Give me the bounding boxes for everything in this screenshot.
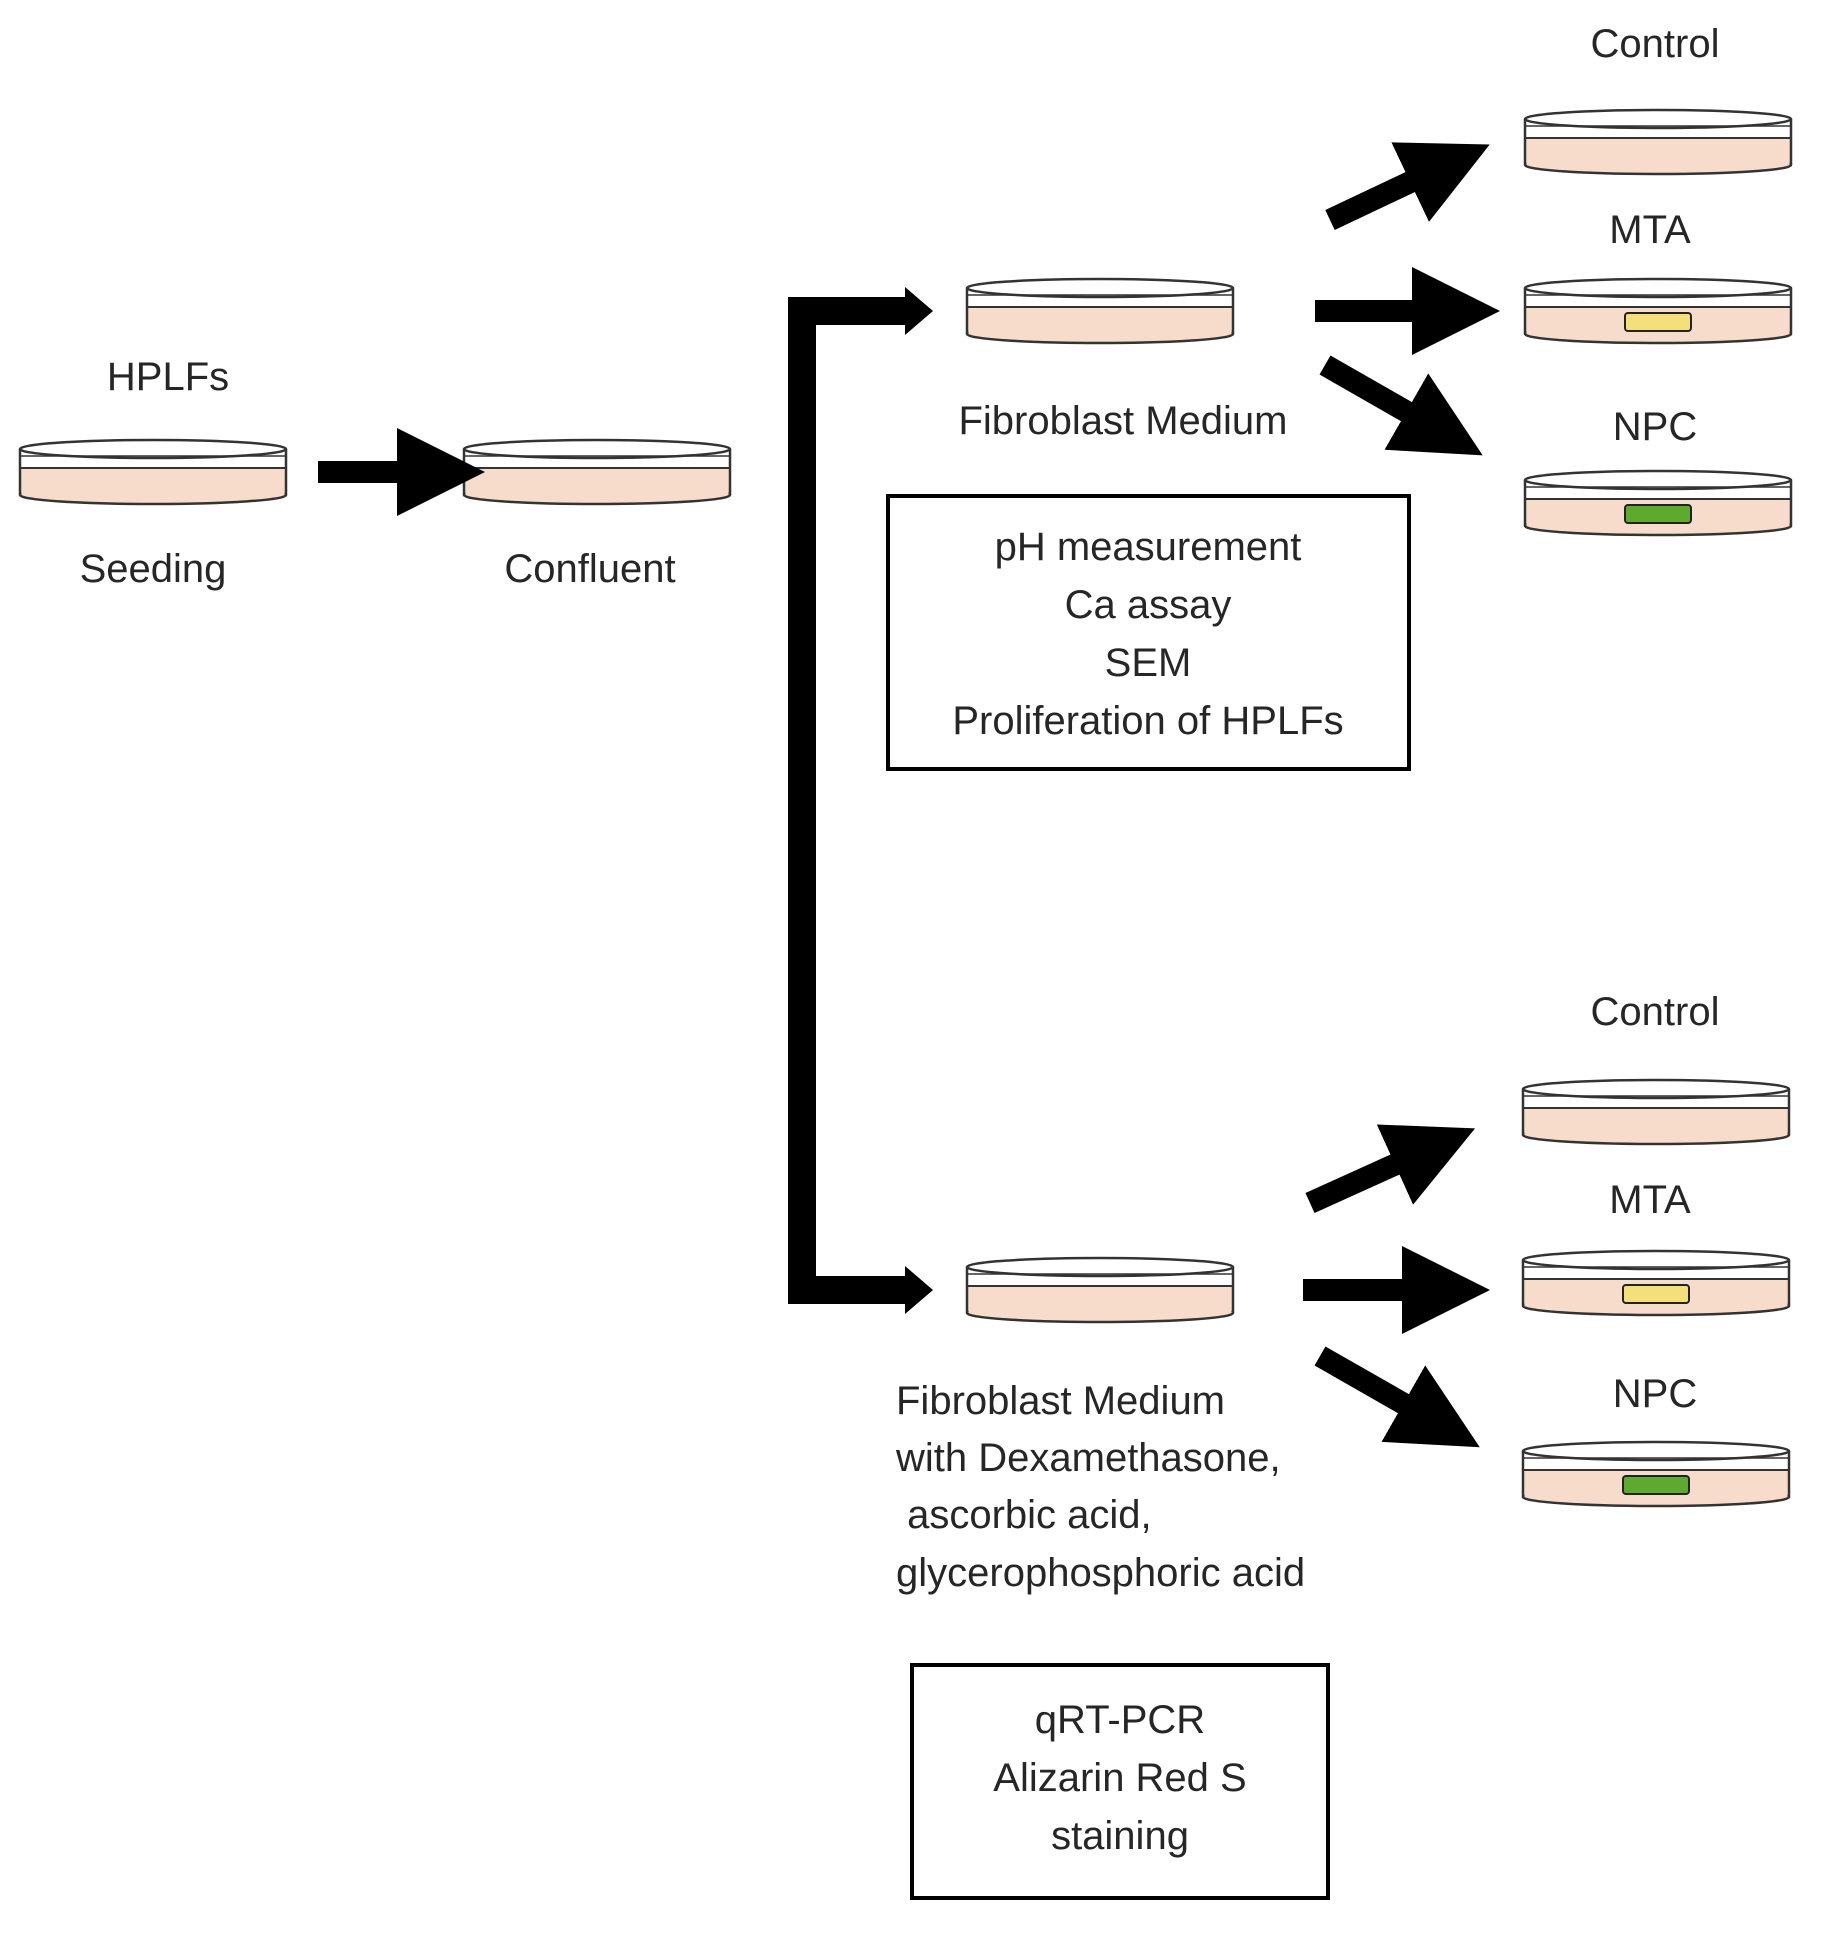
arrow-right-icon — [1305, 1124, 1476, 1214]
petri-dish-icon — [965, 1256, 1235, 1324]
arrow-right-icon — [1314, 1346, 1480, 1448]
bottom-medium-line: Fibroblast Medium — [896, 1379, 1225, 1423]
petri-dish-icon — [965, 277, 1235, 345]
arrow-right-icon — [1319, 355, 1483, 456]
petri-dish-icon — [1523, 469, 1793, 537]
top-mta-label: MTA — [1609, 208, 1691, 252]
assay-item: Ca assay — [1065, 583, 1232, 627]
assay-item: qRT-PCR — [1035, 1698, 1205, 1742]
petri-dish-icon — [462, 438, 732, 506]
split-bracket-arrow — [788, 297, 915, 1304]
arrow-right-icon — [905, 1266, 933, 1314]
petri-dish-icon — [18, 438, 288, 506]
assay-item: SEM — [1105, 641, 1192, 685]
assay-item: Alizarin Red S — [993, 1756, 1246, 1800]
assay-item: Proliferation of HPLFs — [952, 699, 1343, 743]
top-control-label: Control — [1591, 22, 1720, 66]
hplfs-label: HPLFs — [107, 355, 229, 399]
bottom-control-label: Control — [1591, 990, 1720, 1034]
bottom-mta-label: MTA — [1609, 1178, 1691, 1222]
petri-dish-icon — [1523, 108, 1793, 176]
top-npc-label: NPC — [1613, 405, 1697, 449]
assay-box-bottom: qRT-PCR Alizarin Red S staining — [910, 1663, 1330, 1900]
petri-dish-icon — [1523, 277, 1793, 345]
top-medium-label: Fibroblast Medium — [958, 399, 1287, 443]
bottom-medium-line: glycerophosphoric acid — [896, 1551, 1305, 1595]
arrow-right-icon — [1325, 142, 1490, 230]
petri-dish-icon — [1521, 1440, 1791, 1508]
seeding-label: Seeding — [80, 547, 227, 591]
assay-item: staining — [1051, 1814, 1189, 1858]
bottom-medium-line: with Dexamethasone, — [895, 1436, 1281, 1480]
bottom-medium-line: ascorbic acid, — [896, 1493, 1152, 1537]
bottom-npc-label: NPC — [1613, 1372, 1697, 1416]
petri-dish-icon — [1521, 1078, 1791, 1146]
confluent-label: Confluent — [504, 547, 675, 591]
petri-dish-icon — [1521, 1249, 1791, 1317]
assay-box-top: pH measurement Ca assay SEM Proliferatio… — [886, 494, 1411, 771]
arrow-right-icon — [905, 287, 933, 335]
assay-item: pH measurement — [995, 525, 1302, 569]
